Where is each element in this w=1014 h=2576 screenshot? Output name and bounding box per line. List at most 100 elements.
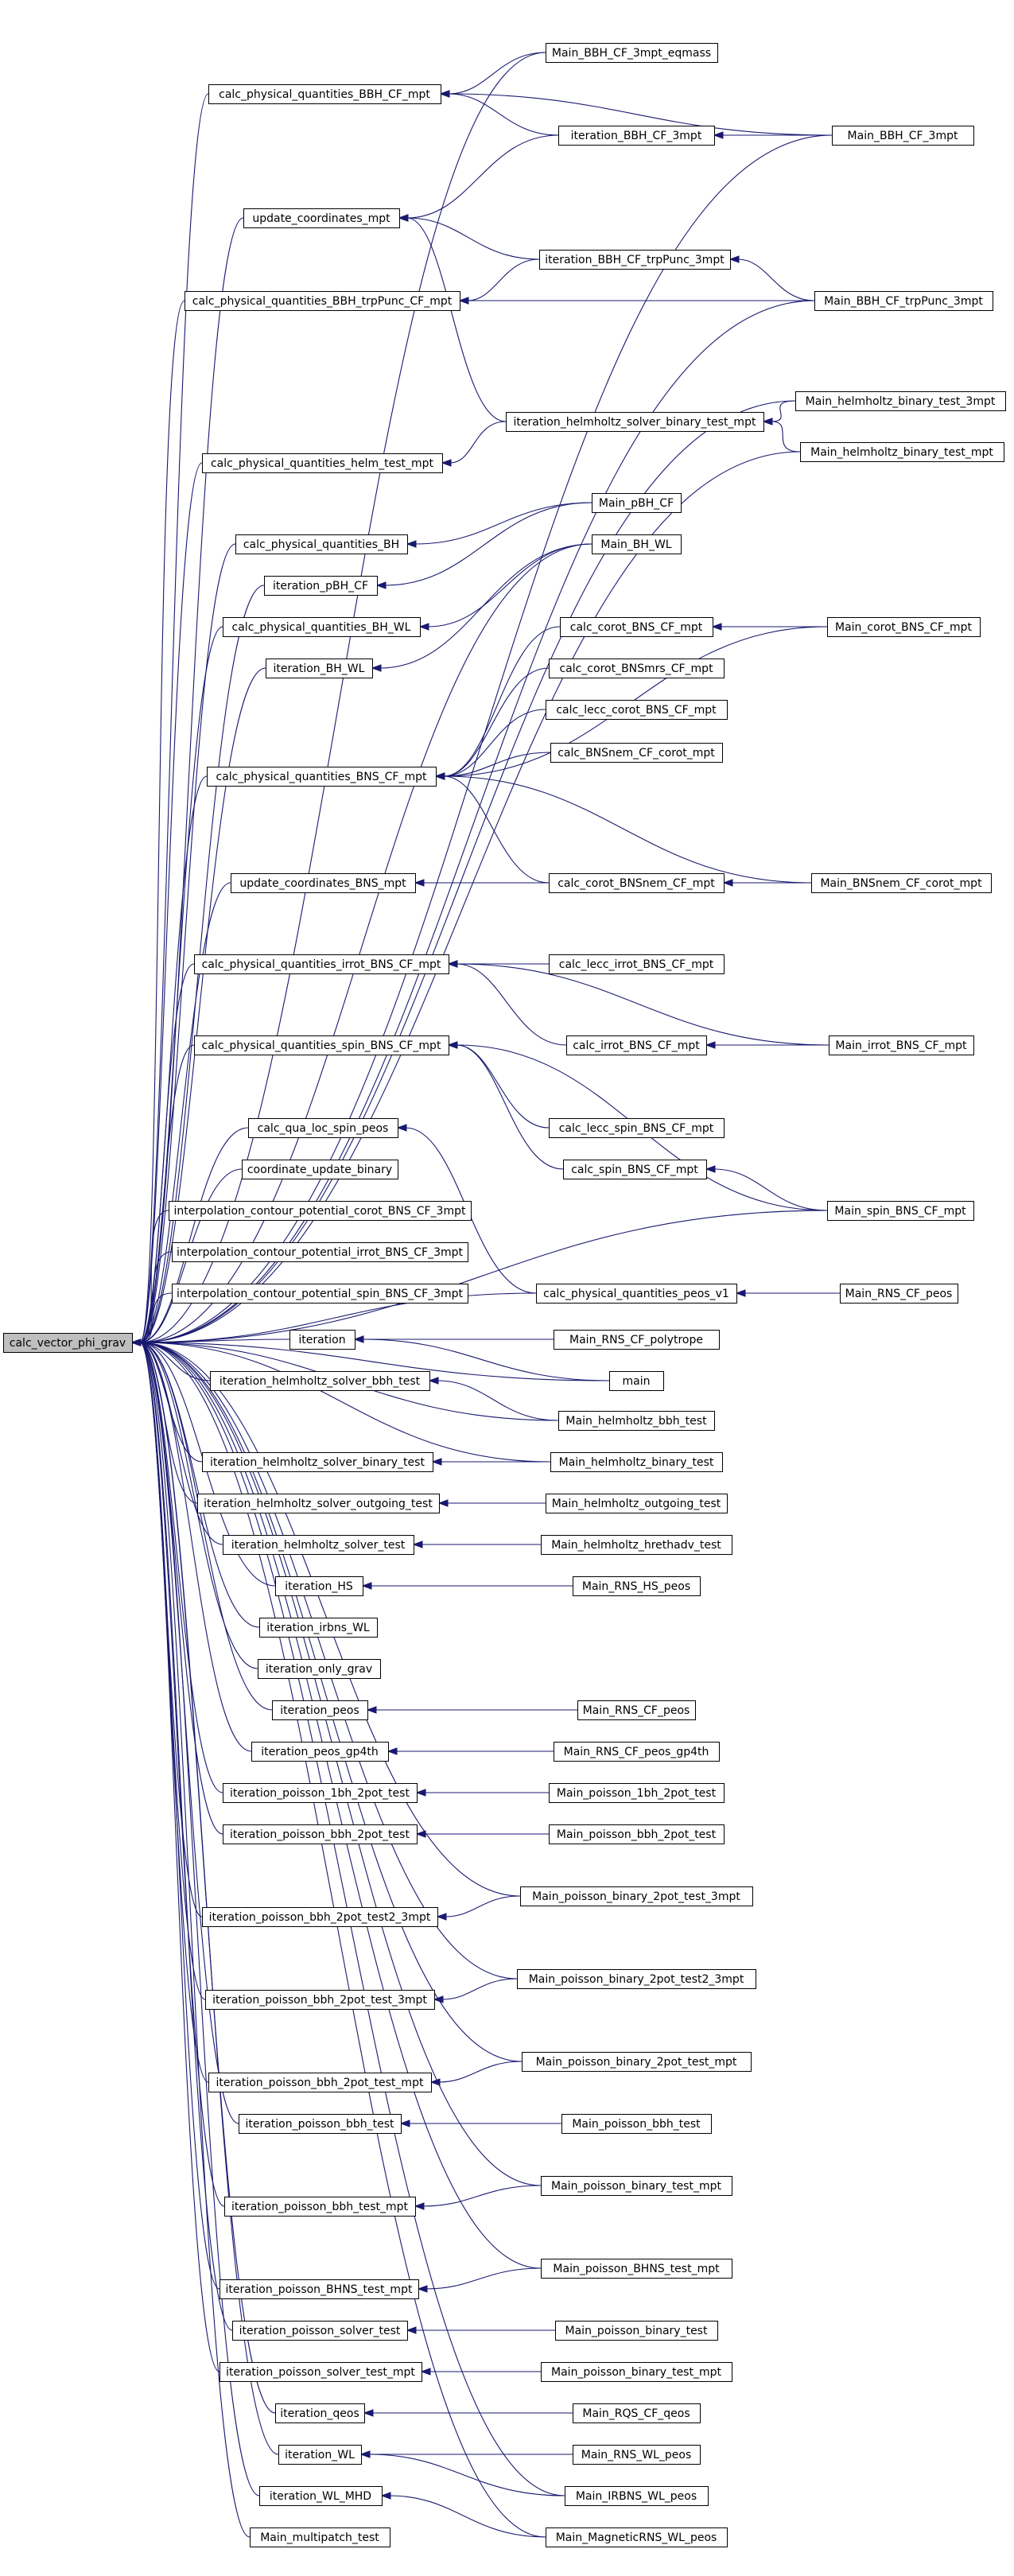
function-node[interactable]: Main_helmholtz_bbh_test bbox=[558, 1411, 715, 1431]
function-node[interactable]: calc_physical_quantities_irrot_BNS_CF_mp… bbox=[194, 954, 449, 974]
function-node[interactable]: Main_BNSnem_CF_corot_mpt bbox=[811, 873, 992, 893]
function-node[interactable]: calc_qua_loc_spin_peos bbox=[248, 1118, 398, 1138]
function-node[interactable]: Main_poisson_binary_test_mpt bbox=[541, 2176, 732, 2196]
function-node[interactable]: Main_helmholtz_hrethadv_test bbox=[541, 1535, 732, 1555]
edge-line bbox=[456, 1044, 564, 1170]
function-node[interactable]: Main_RNS_CF_polytrope bbox=[554, 1330, 720, 1350]
function-node[interactable]: iteration_qeos bbox=[275, 2403, 365, 2423]
function-node[interactable]: Main_poisson_binary_2pot_test_mpt bbox=[522, 2052, 752, 2072]
function-node[interactable]: Main_MagneticRNS_WL_peos bbox=[546, 2527, 728, 2547]
function-node[interactable]: Main_spin_BNS_CF_mpt bbox=[827, 1201, 974, 1221]
function-node[interactable]: Main_poisson_BHNS_test_mpt bbox=[541, 2259, 732, 2279]
function-node[interactable]: Main_RNS_CF_peos bbox=[840, 1284, 958, 1304]
function-node[interactable]: Main_poisson_binary_2pot_test_3mpt bbox=[520, 1886, 753, 1906]
function-node[interactable]: iteration_helmholtz_solver_bbh_test bbox=[210, 1371, 430, 1391]
function-node[interactable]: interpolation_contour_potential_spin_BNS… bbox=[172, 1284, 468, 1304]
edge-line bbox=[414, 502, 592, 545]
function-node[interactable]: Main_BH_WL bbox=[592, 534, 682, 554]
function-node[interactable]: iteration_peos bbox=[272, 1700, 368, 1720]
function-node[interactable]: calc_physical_quantities_BH_WL bbox=[223, 617, 421, 637]
function-node[interactable]: Main_corot_BNS_CF_mpt bbox=[827, 617, 981, 637]
call-edge bbox=[711, 623, 827, 631]
function-node[interactable]: iteration_WL_MHD bbox=[259, 2486, 383, 2506]
function-node[interactable]: Main_irrot_BNS_CF_mpt bbox=[829, 1035, 974, 1055]
function-node[interactable]: Main_pBH_CF bbox=[592, 493, 682, 513]
function-node[interactable]: Main_poisson_bbh_2pot_test bbox=[549, 1824, 725, 1844]
node-box bbox=[555, 2321, 718, 2341]
function-node[interactable]: Main_poisson_binary_2pot_test2_3mpt bbox=[517, 1969, 756, 1989]
arrowhead-icon bbox=[375, 581, 387, 589]
function-node[interactable]: calc_spin_BNS_CF_mpt bbox=[563, 1160, 707, 1179]
function-node[interactable]: calc_BNSnem_CF_corot_mpt bbox=[550, 743, 723, 763]
function-node[interactable]: iteration_only_grav bbox=[258, 1659, 381, 1679]
function-node[interactable]: calc_irrot_BNS_CF_mpt bbox=[566, 1035, 707, 1055]
function-node[interactable]: iteration_helmholtz_solver_binary_test_m… bbox=[506, 412, 764, 432]
function-node[interactable]: iteration_poisson_solver_test_mpt bbox=[220, 2362, 422, 2382]
function-node[interactable]: Main_BBH_CF_3mpt bbox=[832, 126, 974, 146]
function-node[interactable]: calc_physical_quantities_BNS_CF_mpt bbox=[207, 767, 437, 787]
function-node[interactable]: Main_poisson_bbh_test bbox=[561, 2114, 712, 2134]
function-node[interactable]: Main_poisson_binary_test bbox=[555, 2321, 718, 2341]
function-node[interactable]: iteration_pBH_CF bbox=[264, 576, 378, 596]
function-node[interactable]: calc_lecc_spin_BNS_CF_mpt bbox=[549, 1118, 725, 1138]
function-node[interactable]: update_coordinates_BNS_mpt bbox=[231, 873, 416, 893]
function-node[interactable]: iteration_helmholtz_solver_binary_test bbox=[202, 1452, 433, 1472]
function-node[interactable]: iteration_poisson_1bh_2pot_test bbox=[223, 1783, 418, 1803]
function-node[interactable]: iteration_BBH_CF_3mpt bbox=[558, 126, 715, 146]
function-node[interactable]: coordinate_update_binary bbox=[242, 1160, 398, 1179]
function-node[interactable]: iteration_irbns_WL bbox=[259, 1618, 378, 1638]
function-node[interactable]: Main_helmholtz_binary_test_3mpt bbox=[795, 391, 1006, 411]
function-node[interactable]: update_coordinates_mpt bbox=[243, 208, 400, 228]
function-node[interactable]: iteration bbox=[289, 1330, 355, 1350]
function-node[interactable]: iteration_peos_gp4th bbox=[251, 1742, 389, 1762]
function-node[interactable]: Main_BBH_CF_3mpt_eqmass bbox=[546, 43, 718, 63]
function-node[interactable]: Main_RNS_WL_peos bbox=[573, 2445, 701, 2465]
function-node[interactable]: Main_helmholtz_binary_test bbox=[550, 1452, 723, 1472]
function-node[interactable]: iteration_poisson_bbh_2pot_test_3mpt bbox=[205, 1990, 435, 2010]
function-node[interactable]: iteration_poisson_bbh_2pot_test bbox=[223, 1824, 418, 1844]
function-node[interactable]: Main_RNS_CF_peos bbox=[577, 1700, 696, 1720]
function-node[interactable]: calc_physical_quantities_BBH_trpPunc_CF_… bbox=[185, 291, 460, 311]
call-edge bbox=[735, 1289, 840, 1297]
function-node[interactable]: Main_helmholtz_outgoing_test bbox=[546, 1494, 728, 1513]
function-node[interactable]: main bbox=[609, 1371, 664, 1391]
function-node[interactable]: calc_corot_BNS_CF_mpt bbox=[560, 617, 713, 637]
function-node[interactable]: iteration_HS bbox=[275, 1576, 363, 1596]
function-node[interactable]: interpolation_contour_potential_irrot_BN… bbox=[172, 1242, 468, 1262]
node-box bbox=[194, 954, 449, 974]
function-node[interactable]: calc_lecc_irrot_BNS_CF_mpt bbox=[549, 954, 725, 974]
function-node[interactable]: Main_BBH_CF_trpPunc_3mpt bbox=[814, 291, 993, 311]
function-node[interactable]: Main_RQS_CF_qeos bbox=[573, 2403, 701, 2423]
function-node[interactable]: calc_physical_quantities_spin_BNS_CF_mpt bbox=[194, 1035, 449, 1055]
function-node[interactable]: iteration_poisson_bbh_test bbox=[239, 2114, 402, 2134]
function-node[interactable]: Main_poisson_binary_test_mpt bbox=[541, 2362, 732, 2382]
function-node[interactable]: Main_multipatch_test bbox=[250, 2527, 390, 2547]
function-node[interactable]: interpolation_contour_potential_corot_BN… bbox=[169, 1201, 472, 1221]
function-node[interactable]: Main_IRBNS_WL_peos bbox=[565, 2486, 709, 2506]
function-node[interactable]: Main_RNS_HS_peos bbox=[573, 1576, 701, 1596]
function-node[interactable]: iteration_BH_WL bbox=[266, 659, 373, 678]
function-node[interactable]: calc_lecc_corot_BNS_CF_mpt bbox=[546, 700, 728, 720]
function-node[interactable]: calc_physical_quantities_helm_test_mpt bbox=[202, 453, 443, 473]
function-node[interactable]: Main_RNS_CF_peos_gp4th bbox=[554, 1742, 720, 1762]
node-box bbox=[224, 2197, 416, 2217]
node-label: Main_BBH_CF_trpPunc_3mpt bbox=[824, 295, 983, 308]
function-node[interactable]: iteration_poisson_BHNS_test_mpt bbox=[220, 2279, 419, 2299]
function-node[interactable]: iteration_poisson_bbh_test_mpt bbox=[224, 2197, 416, 2217]
function-node[interactable]: iteration_poisson_bbh_2pot_test_mpt bbox=[208, 2073, 432, 2092]
root-function-node[interactable]: calc_vector_phi_grav bbox=[3, 1333, 133, 1353]
edge-line bbox=[445, 1895, 521, 1917]
function-node[interactable]: iteration_poisson_solver_test bbox=[232, 2321, 408, 2341]
function-node[interactable]: calc_physical_quantities_BBH_CF_mpt bbox=[208, 84, 441, 104]
function-node[interactable]: Main_helmholtz_binary_test_mpt bbox=[800, 442, 1004, 462]
function-node[interactable]: iteration_helmholtz_solver_test bbox=[223, 1535, 414, 1555]
function-node[interactable]: calc_physical_quantities_peos_v1 bbox=[536, 1284, 737, 1304]
function-node[interactable]: Main_poisson_1bh_2pot_test bbox=[549, 1783, 725, 1803]
function-node[interactable]: iteration_WL bbox=[278, 2445, 362, 2465]
function-node[interactable]: iteration_BBH_CF_trpPunc_3mpt bbox=[539, 250, 731, 270]
function-node[interactable]: calc_corot_BNSmrs_CF_mpt bbox=[549, 659, 725, 678]
function-node[interactable]: iteration_helmholtz_solver_outgoing_test bbox=[197, 1494, 440, 1513]
function-node[interactable]: calc_corot_BNSnem_CF_mpt bbox=[549, 873, 725, 893]
function-node[interactable]: calc_physical_quantities_BH bbox=[235, 534, 408, 554]
function-node[interactable]: iteration_poisson_bbh_2pot_test2_3mpt bbox=[202, 1907, 438, 1927]
